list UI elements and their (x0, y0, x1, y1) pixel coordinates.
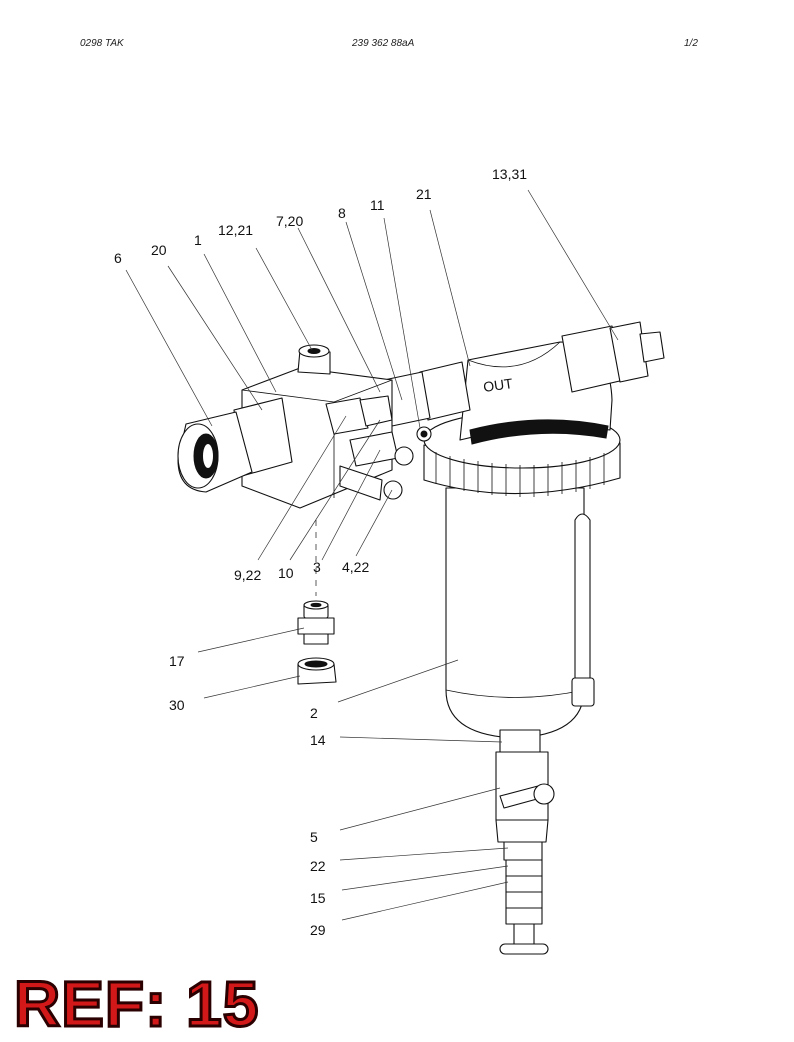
page-number: 1/2 (684, 38, 698, 49)
callout-11: 11 (370, 197, 385, 213)
left-coupling (177, 397, 293, 493)
callout-17: 17 (169, 653, 185, 669)
callout-6: 6 (114, 250, 122, 266)
callout-20: 20 (151, 242, 167, 258)
callout-2: 2 (310, 705, 318, 721)
outlet-coupling (383, 361, 471, 442)
callout-15: 15 (310, 890, 326, 906)
callout-30: 30 (169, 697, 185, 713)
callout-22: 22 (310, 858, 326, 874)
callout-29: 29 (310, 922, 326, 938)
callout-10: 10 (278, 565, 294, 581)
callout-4-22: 4,22 (342, 559, 369, 575)
callout-8: 8 (338, 205, 346, 221)
doc-code: 0298 TAK (80, 38, 124, 49)
leader-lines (125, 189, 619, 921)
coupling-nut (297, 657, 337, 685)
reference-stamp: REF: 15 (12, 968, 260, 1040)
callout-labels: 6 20 1 12,21 7,20 8 11 21 13,31 9,22 10 … (114, 166, 527, 938)
adapter-fitting (297, 600, 335, 645)
callout-12-21: 12,21 (218, 222, 253, 238)
callout-14: 14 (310, 732, 326, 748)
callout-7-20: 7,20 (276, 213, 303, 229)
callout-5: 5 (310, 829, 318, 845)
inlet-fitting (561, 321, 665, 393)
drain-valve (495, 729, 555, 955)
outlet-marking: OUT (482, 375, 514, 395)
callout-1: 1 (194, 232, 202, 248)
callout-9-22: 9,22 (234, 567, 261, 583)
filter-bowl (445, 487, 595, 739)
callout-13-31: 13,31 (492, 166, 527, 182)
drawing-number: 239 362 88aA (352, 38, 415, 49)
callout-21: 21 (416, 186, 432, 202)
callout-3: 3 (313, 559, 321, 575)
